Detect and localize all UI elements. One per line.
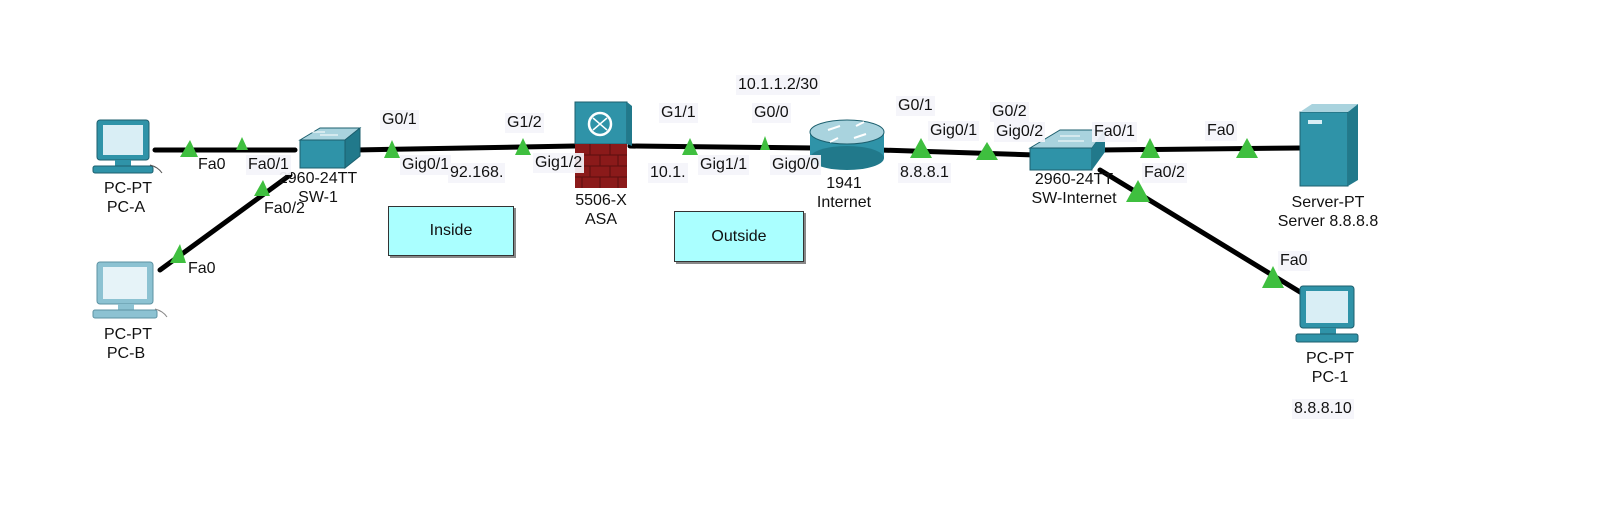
pc-a-device[interactable]: [92, 119, 163, 174]
pc-icon: [1295, 285, 1359, 343]
switch-icon: [298, 126, 362, 170]
port-up-arrow-icon: [384, 140, 400, 158]
port-up-arrow-icon: [1236, 138, 1258, 158]
pc-1-device[interactable]: [1295, 285, 1359, 343]
pc-b-type: PC-PT: [104, 326, 152, 343]
outside-zone-label: Outside: [674, 211, 804, 262]
port-label-pca-fa0: Fa0: [198, 156, 226, 173]
port-up-arrow-icon: [170, 244, 186, 263]
inside-network-address: 92.168.: [448, 163, 506, 183]
pc-1-type: PC-PT: [1306, 350, 1354, 367]
port-label-swi-fa02: Fa0/2: [1142, 163, 1187, 183]
pc-1-name: PC-1: [1311, 369, 1349, 386]
port-label-asa-gig12: Gig1/2: [533, 153, 585, 173]
pc-a-name: PC-A: [106, 199, 146, 216]
firewall-icon: [574, 101, 632, 188]
sw1-device[interactable]: [298, 126, 362, 170]
port-label-rtr-g00: G0/0: [752, 103, 791, 123]
sw-internet-name: SW-Internet: [1031, 190, 1117, 207]
link-router-swinternet[interactable]: [877, 147, 1038, 158]
router-device[interactable]: [809, 119, 885, 170]
asa-name: ASA: [584, 211, 618, 228]
port-label-sw1-g01: G0/1: [380, 110, 419, 130]
port-up-arrow-icon: [236, 137, 248, 150]
pc-icon: [92, 119, 163, 174]
router-type: 1941: [826, 175, 862, 192]
link-swinternet-server[interactable]: [1097, 145, 1303, 153]
port-up-arrow-icon: [515, 138, 531, 155]
server-type: Server-PT: [1291, 194, 1365, 211]
pc-1-ip: 8.8.8.10: [1292, 399, 1354, 419]
port-label-pcb-fa0: Fa0: [188, 260, 216, 277]
port-up-arrow-icon: [254, 180, 270, 196]
sw-internet-type: 2960-24TT: [1034, 171, 1114, 188]
port-label-rtr-g01: G0/1: [896, 96, 935, 116]
inside-zone-label: Inside: [388, 206, 514, 256]
asa-type: 5506-X: [575, 192, 627, 209]
port-label-rtr-gig01: Gig0/1: [928, 121, 980, 141]
asa-device[interactable]: [574, 101, 632, 188]
sw1-type: 2960-24TT: [278, 170, 358, 187]
port-up-arrow-icon: [910, 138, 932, 158]
link-asa-router[interactable]: [627, 143, 818, 151]
port-label-pc1-fa0: Fa0: [1278, 251, 1310, 271]
pc-a-type: PC-PT: [104, 180, 152, 197]
port-label-swi-fa01: Fa0/1: [1092, 122, 1137, 142]
port-label-swi-g02: G0/2: [990, 102, 1029, 122]
pc-b-device[interactable]: [92, 261, 168, 319]
server-device[interactable]: [1299, 104, 1358, 187]
port-up-arrow-icon: [682, 138, 698, 155]
router-internet-ip: 8.8.8.1: [898, 163, 951, 183]
port-label-rtr-gig00: Gig0/0: [770, 155, 822, 175]
port-up-arrow-icon: [1262, 266, 1284, 288]
server-icon: [1299, 104, 1358, 187]
port-up-arrow-icon: [1140, 138, 1160, 158]
port-up-arrow-icon: [976, 142, 998, 160]
pc-icon: [92, 261, 168, 319]
router-outside-ip: 10.1.1.2/30: [736, 75, 821, 95]
port-label-sw1-fa02: Fa0/2: [264, 200, 305, 217]
port-up-arrow-icon: [760, 136, 770, 150]
outside-network-address: 10.1.: [648, 163, 688, 183]
server-name: Server 8.8.8.8: [1277, 213, 1379, 230]
port-up-arrow-icon: [180, 140, 198, 157]
port-label-asa-gig11: Gig1/1: [698, 155, 750, 175]
port-label-sw1-fa01: Fa0/1: [246, 155, 291, 175]
port-indicators: [170, 136, 1284, 288]
sw1-name: SW-1: [298, 189, 338, 206]
router-name: Internet: [816, 194, 872, 211]
pc-b-name: PC-B: [106, 345, 146, 362]
router-icon: [809, 119, 885, 170]
port-label-asa-g11: G1/1: [659, 103, 698, 123]
port-label-asa-g12: G1/2: [505, 113, 544, 133]
port-label-sw1-gig01: Gig0/1: [400, 155, 452, 175]
port-up-arrow-icon: [1126, 180, 1150, 202]
port-label-srv-fa0: Fa0: [1205, 121, 1237, 141]
port-label-swi-gig02: Gig0/2: [994, 122, 1046, 142]
